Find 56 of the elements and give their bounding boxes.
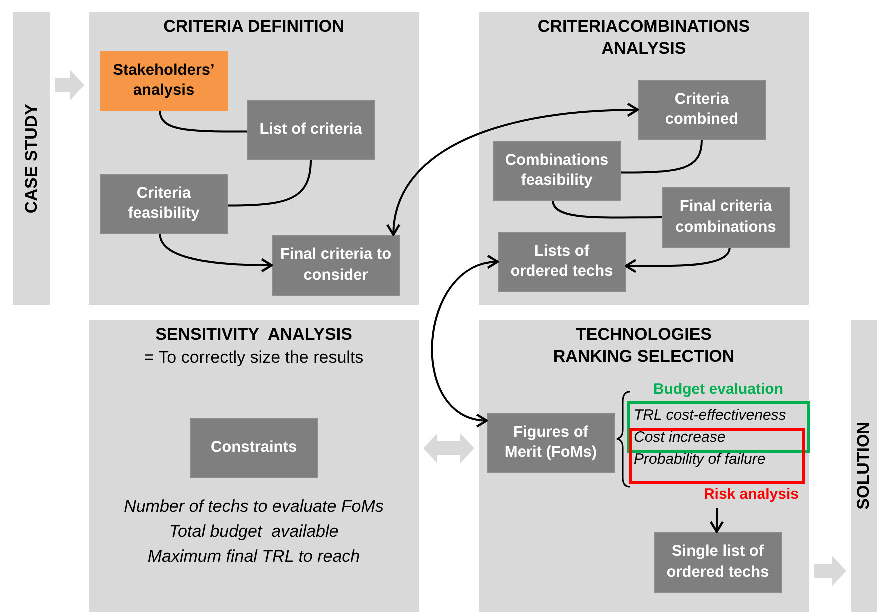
- panel-title: SENSITIVITY ANALYSIS: [154, 324, 354, 346]
- box-label: Single list of ordered techs: [666, 542, 770, 582]
- box-label: Criteria feasibility: [127, 184, 201, 224]
- box-label: Final criteria combinations: [674, 197, 778, 238]
- panel-title: TECHNOLOGIES RANKING SELECTION: [552, 324, 736, 368]
- metric-text: TRL cost-effectiveness: [634, 407, 786, 425]
- arrow: [710, 508, 724, 534]
- box-label: Lists of ordered techs: [510, 242, 614, 282]
- band-label: SOLUTION: [854, 422, 874, 510]
- block-arrow: [55, 70, 84, 100]
- process-box: [100, 174, 228, 234]
- stage-panel: [479, 12, 809, 305]
- arrow: [159, 234, 274, 272]
- arrow: [432, 256, 500, 426]
- connector-line: [552, 200, 662, 219]
- process-box: [662, 187, 790, 248]
- block-arrow: [814, 556, 846, 586]
- block-arrow: [424, 433, 474, 464]
- box-label: Final criteria to consider: [279, 245, 393, 286]
- process-box: [638, 80, 766, 140]
- box-label: Criteria combined: [664, 90, 740, 130]
- box-label: Combinations feasibility: [504, 150, 610, 191]
- constraint-text: Total budget available: [168, 521, 340, 543]
- arrow: [624, 248, 731, 274]
- frame-label: Budget evaluation: [652, 380, 784, 400]
- constraint-text: Number of techs to evaluate FoMs: [123, 496, 385, 518]
- process-box: [247, 100, 375, 160]
- panel-title: CRITERIA DEFINITION: [162, 16, 346, 38]
- process-box: [190, 418, 318, 478]
- connector-line: [621, 140, 703, 174]
- connector-line: [228, 160, 312, 207]
- metric-text: Cost increase: [634, 429, 726, 447]
- frame-label: Risk analysis: [702, 485, 800, 504]
- panel-subtitle: = To correctly size the results: [143, 347, 365, 369]
- band-label: CASE STUDY: [22, 104, 42, 214]
- box-label: List of criteria: [260, 120, 362, 140]
- panel-title: CRITERIACOMBINATIONS ANALYSIS: [536, 16, 752, 60]
- process-box: [498, 232, 626, 292]
- connector-line: [159, 110, 247, 133]
- process-box: [493, 141, 621, 201]
- stage-panel: [89, 320, 419, 612]
- box-label: Stakeholders’ analysis: [112, 60, 216, 101]
- stage-band: [13, 12, 50, 305]
- process-box: [487, 413, 615, 473]
- stage-panel: [89, 12, 419, 305]
- process-box: [272, 235, 400, 296]
- arrow: [388, 103, 640, 236]
- box-label: Constraints: [210, 438, 298, 458]
- constraint-text: Maximum final TRL to reach: [146, 546, 362, 568]
- box-label: Figures of Merit (FoMs): [504, 422, 598, 463]
- stage-band: [851, 320, 877, 612]
- process-box: [100, 51, 228, 111]
- stage-panel: [479, 320, 809, 612]
- metric-text: Probability of failure: [634, 451, 766, 469]
- evaluation-frame: [627, 380, 810, 453]
- process-box: [654, 532, 782, 593]
